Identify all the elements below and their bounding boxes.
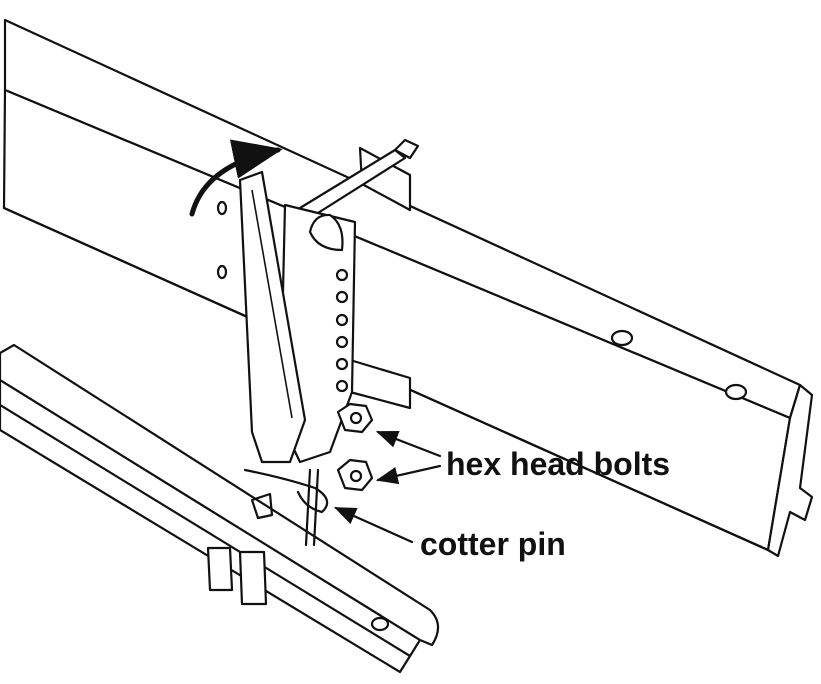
hex-head-bolts-label: hex head bolts <box>446 446 671 482</box>
leader-lines <box>333 430 442 544</box>
lower-rail <box>0 343 440 674</box>
channel-beam <box>2 18 814 558</box>
beam-hole <box>724 383 748 401</box>
beam-hole <box>610 329 634 347</box>
cotter-pin <box>243 468 329 547</box>
hex-bolt <box>336 458 374 492</box>
cotter-pin-label: cotter pin <box>420 526 566 562</box>
rotation-arrow-icon <box>189 139 283 217</box>
hex-bolt <box>336 402 374 434</box>
